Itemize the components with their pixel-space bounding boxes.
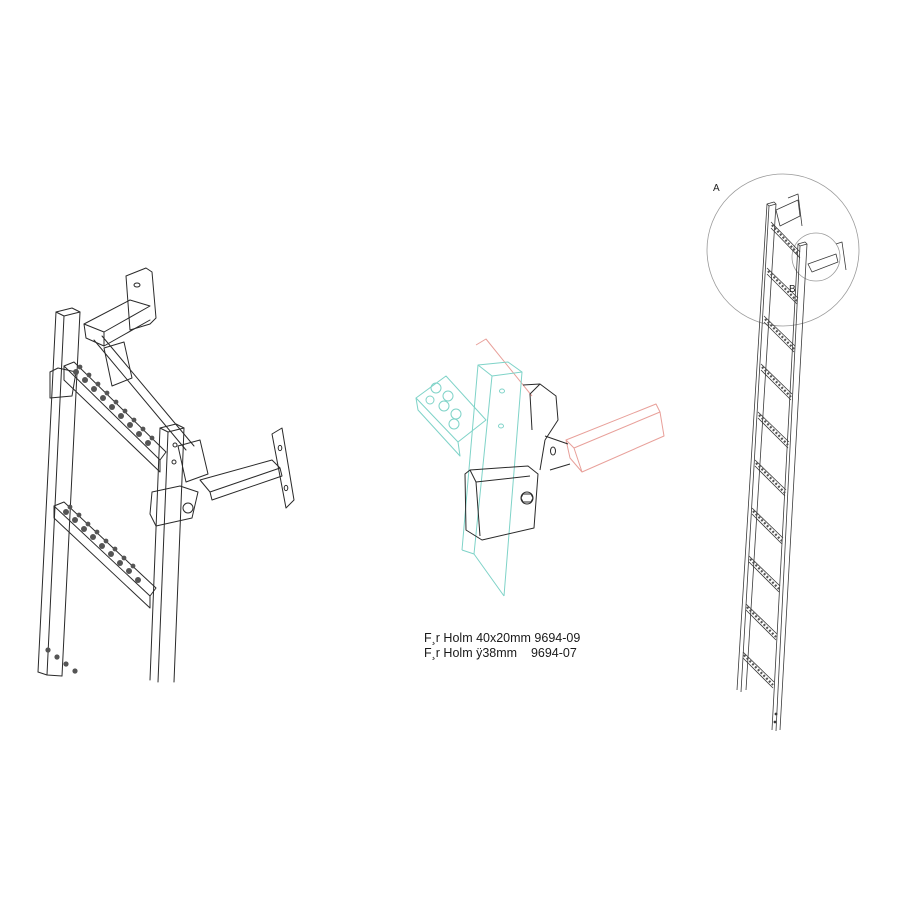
callout-label-a: A bbox=[713, 183, 720, 194]
ghost-wall-bracket bbox=[475, 338, 665, 473]
clamp-left bbox=[49, 367, 77, 399]
caption-line-2: F¸r Holm ÿ38mm 9694-07 bbox=[424, 646, 577, 660]
part-number-caption: F¸r Holm 40x20mm 9694-09 F¸r Holm ÿ38mm … bbox=[424, 631, 580, 661]
step-upper-treads bbox=[73, 364, 155, 446]
rail-top-left bbox=[766, 201, 777, 207]
rail-hole bbox=[773, 720, 777, 724]
lower-bracket-plate bbox=[835, 241, 847, 271]
callout-label-b: B bbox=[789, 284, 796, 295]
step-upper bbox=[63, 361, 167, 473]
lower-wall-bracket bbox=[807, 253, 839, 273]
ghost-rail bbox=[461, 361, 523, 597]
rail-hole-lower bbox=[498, 423, 504, 429]
bolt bbox=[182, 502, 194, 514]
rail-hole bbox=[774, 712, 778, 716]
step-lower bbox=[53, 501, 157, 609]
lower-wall-bracket bbox=[199, 427, 295, 509]
rail-right bbox=[771, 243, 808, 732]
rail-top-right bbox=[797, 241, 808, 247]
callout-circle-b bbox=[791, 232, 841, 282]
hinge-clamp bbox=[464, 383, 571, 541]
rungs bbox=[742, 221, 801, 689]
clamp-right bbox=[149, 485, 199, 527]
step-bottom-partial bbox=[45, 647, 78, 674]
top-bracket-plate bbox=[787, 193, 803, 227]
hinge-tube bbox=[93, 335, 209, 483]
top-wall-bracket bbox=[775, 199, 801, 227]
step-lower-treads bbox=[63, 504, 141, 583]
ghost-step bbox=[415, 375, 487, 457]
callout-circle-a bbox=[706, 173, 860, 327]
rail-hole-upper bbox=[499, 388, 505, 394]
caption-line-1: F¸r Holm 40x20mm 9694-09 bbox=[424, 631, 581, 645]
rung-treads bbox=[743, 224, 800, 686]
